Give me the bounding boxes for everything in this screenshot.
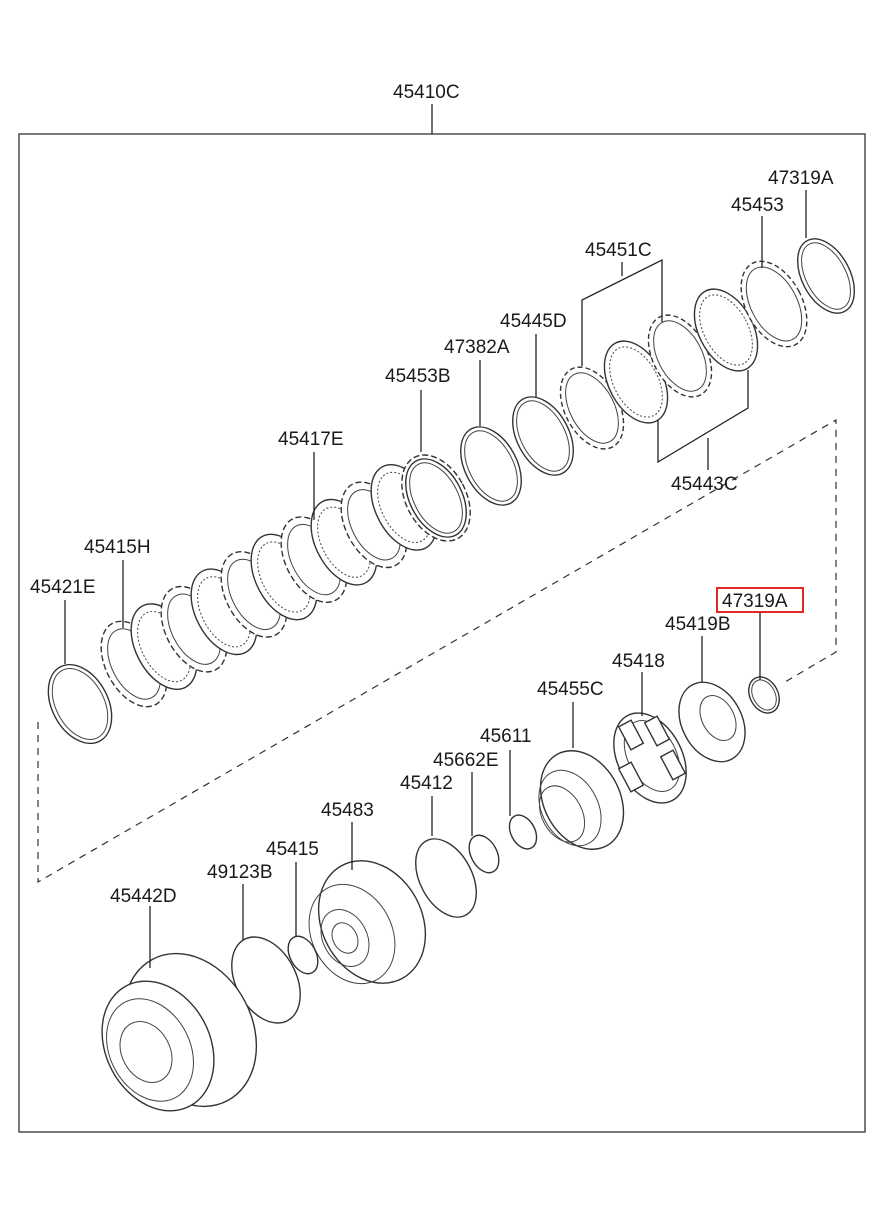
seal-45415 xyxy=(287,935,319,975)
label-snap-ring-47382A: 47382A xyxy=(444,337,510,358)
label-plate-45443C: 45443C xyxy=(671,474,738,495)
label-ring-45445D: 45445D xyxy=(500,311,567,332)
snap-ring-47319A-small xyxy=(748,676,780,714)
ring-45445D xyxy=(512,396,574,476)
label-drum-45442D: 45442D xyxy=(110,886,177,907)
label-assembly: 45410C xyxy=(393,82,460,103)
spring-45418 xyxy=(613,712,687,804)
label-disc-45417E: 45417E xyxy=(278,429,344,450)
seal-45412 xyxy=(415,838,477,918)
label-oring-45611: 45611 xyxy=(480,726,531,747)
label-seal-45415: 45415 xyxy=(266,839,319,860)
label-snap-ring-highlighted: 47319A xyxy=(722,591,788,612)
disc-set-45451C xyxy=(559,288,759,450)
label-ring-45421E: 45421E xyxy=(30,577,96,598)
oring-45611 xyxy=(508,814,538,850)
snap-ring-47382A xyxy=(460,426,522,506)
label-disc-set-45451C: 45451C xyxy=(585,240,652,261)
leader-lines xyxy=(64,104,807,968)
piston-45455C xyxy=(538,750,625,850)
label-snap-ring-top: 47319A xyxy=(768,168,834,189)
clutch-stack xyxy=(100,464,438,708)
ring-45421E xyxy=(47,663,113,745)
oring-45662E xyxy=(468,834,500,874)
dashed-outline xyxy=(37,418,837,884)
label-seal-49123B: 49123B xyxy=(207,862,273,883)
snap-ring-47319A-top xyxy=(796,238,856,314)
label-retainer-45419B: 45419B xyxy=(665,614,731,635)
label-plate-45453: 45453 xyxy=(731,195,784,216)
label-plate-45415H: 45415H xyxy=(84,537,151,558)
label-spring-45418: 45418 xyxy=(612,651,665,672)
label-oring-45662E: 45662E xyxy=(433,750,499,771)
part-labels: 45410C 47319A 45453 45451C 45445D 47382A… xyxy=(30,82,834,907)
label-piston-45455C: 45455C xyxy=(537,679,604,700)
plate-45453B xyxy=(401,454,471,542)
assembly-frame xyxy=(18,133,866,1133)
label-seal-45412: 45412 xyxy=(400,773,453,794)
label-plate-45453B: 45453B xyxy=(385,366,451,387)
plate-45453 xyxy=(740,260,808,348)
label-hub-45483: 45483 xyxy=(321,800,374,821)
highlight-box xyxy=(716,587,804,613)
hub-45483 xyxy=(308,860,427,985)
retainer-45419B xyxy=(678,681,746,763)
drum-45442D xyxy=(101,952,258,1112)
